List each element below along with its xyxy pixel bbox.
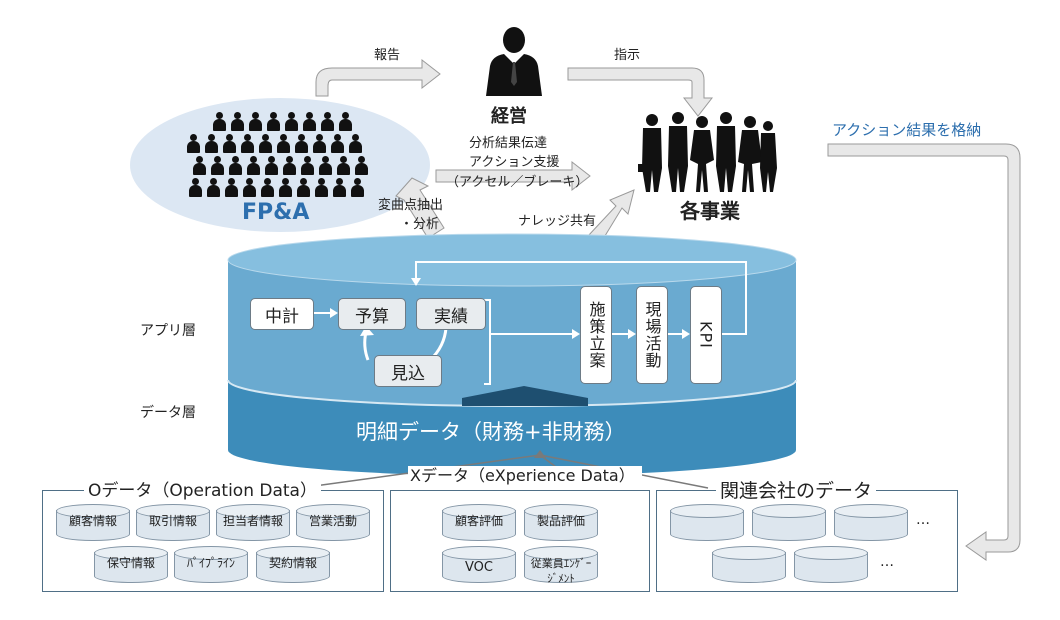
- person-icon: [212, 112, 226, 132]
- person-icon: [186, 134, 200, 154]
- forecast-box: 見込: [374, 355, 442, 387]
- o-item-sales: 営業活動: [296, 504, 370, 544]
- person-icon: [320, 112, 334, 132]
- person-icon: [284, 112, 298, 132]
- related-db-2: [752, 504, 826, 544]
- person-icon: [230, 112, 244, 132]
- management-label: 経営: [491, 106, 527, 127]
- business-people-icon: [638, 112, 777, 192]
- report-arrow: [315, 58, 441, 97]
- inflection-arrow: [395, 177, 445, 239]
- person-icon: [188, 178, 202, 198]
- guidance-arrow: [435, 160, 591, 192]
- feedback-loop: [415, 261, 747, 335]
- x-item-customer-rating: 顧客評価: [442, 504, 516, 544]
- x-data-frame: [390, 490, 650, 592]
- o-item-staff: 担当者情報: [216, 504, 290, 544]
- guidance-line-2: アクション支援: [469, 155, 560, 170]
- db-bottom-section: [228, 380, 796, 476]
- person-icon: [300, 156, 314, 176]
- fpa-label: FP&A: [242, 200, 310, 225]
- related-db-5: [794, 546, 868, 586]
- person-icon: [260, 178, 274, 198]
- executive-icon: [486, 27, 542, 96]
- o-item-transaction: 取引情報: [136, 504, 210, 544]
- person-icon: [222, 134, 236, 154]
- x-data-title: Xデータ（eXperience Data）: [408, 466, 642, 485]
- person-icon: [266, 112, 280, 132]
- person-icon: [354, 156, 368, 176]
- person-icon: [258, 134, 272, 154]
- person-icon: [318, 156, 332, 176]
- person-icon: [240, 134, 254, 154]
- store-result-arrow: [827, 143, 1021, 561]
- person-icon: [192, 156, 206, 176]
- x-item-voc: VOC: [442, 546, 516, 586]
- o-item-customer: 顧客情報: [56, 504, 130, 544]
- person-icon: [314, 178, 328, 198]
- guidance-line-1: 分析結果伝達: [469, 136, 548, 151]
- fpa-ellipse: [130, 98, 430, 232]
- related-db-3: [834, 504, 908, 544]
- person-icon: [264, 156, 278, 176]
- bracket: [484, 299, 491, 385]
- data-layer-label: データ層: [140, 405, 196, 421]
- person-icon: [312, 134, 326, 154]
- person-icon: [210, 156, 224, 176]
- actual-box: 実績: [416, 298, 486, 330]
- inflection-line-1: 変曲点抽出: [378, 198, 444, 213]
- business-label: 各事業: [680, 199, 740, 223]
- person-icon: [246, 156, 260, 176]
- x-item-product-rating: 製品評価: [524, 504, 598, 544]
- app-layer-label: アプリ層: [140, 323, 196, 339]
- related-ellipsis-1: …: [916, 512, 930, 528]
- o-item-pipeline: ﾊﾟｲﾌﾟﾗｲﾝ: [174, 546, 248, 586]
- instruct-arrow: [567, 67, 714, 117]
- person-icon: [248, 112, 262, 132]
- o-data-title: Oデータ（Operation Data）: [84, 476, 321, 501]
- budget-box: 予算: [338, 298, 406, 330]
- related-data-title: 関連会社のデータ: [716, 476, 877, 503]
- related-db-4: [712, 546, 786, 586]
- person-icon: [294, 134, 308, 154]
- person-icon: [302, 112, 316, 132]
- field-box: 現場活動: [636, 286, 668, 384]
- person-icon: [336, 156, 350, 176]
- x-item-engagement: 従業員ｴﾝｹﾞｰｼﾞﾒﾝﾄ: [524, 546, 598, 586]
- db-top: [227, 233, 797, 287]
- person-icon: [278, 178, 292, 198]
- midterm-box: 中計: [250, 298, 314, 330]
- person-icon: [206, 178, 220, 198]
- person-icon: [224, 178, 238, 198]
- instruct-label: 指示: [614, 48, 641, 63]
- person-icon: [242, 178, 256, 198]
- related-ellipsis-2: …: [880, 554, 894, 570]
- o-item-maintenance: 保守情報: [94, 546, 168, 586]
- o-item-contract: 契約情報: [256, 546, 330, 586]
- fpa-crowd-icon: [186, 112, 376, 198]
- guidance-line-3: （アクセル／ブレーキ）: [446, 175, 589, 190]
- person-icon: [350, 178, 364, 198]
- person-icon: [276, 134, 290, 154]
- person-icon: [282, 156, 296, 176]
- person-icon: [348, 134, 362, 154]
- related-db-1: [670, 504, 744, 544]
- person-icon: [228, 156, 242, 176]
- detail-data-label: 明細データ（財務+非財務）: [356, 420, 626, 444]
- store-result-label: アクション結果を格納: [832, 121, 982, 139]
- person-icon: [332, 178, 346, 198]
- inflection-line-2: ・分析: [400, 217, 440, 232]
- report-label: 報告: [374, 48, 401, 63]
- person-icon: [330, 134, 344, 154]
- person-icon: [338, 112, 352, 132]
- person-icon: [296, 178, 310, 198]
- knowledge-label: ナレッジ共有: [518, 214, 597, 229]
- kpi-box: KPI: [690, 286, 722, 384]
- person-icon: [204, 134, 218, 154]
- measure-box: 施策立案: [580, 286, 612, 384]
